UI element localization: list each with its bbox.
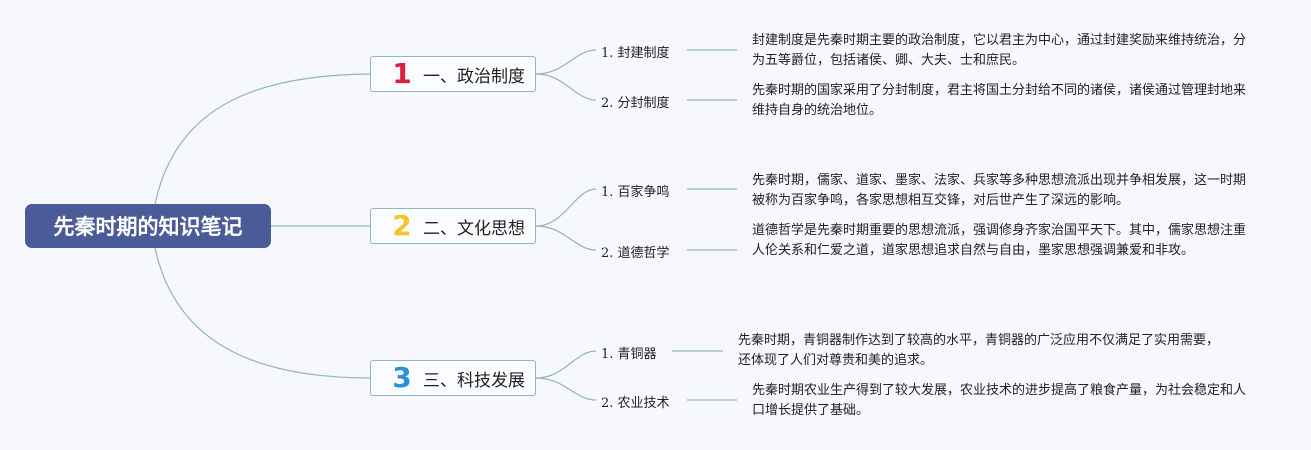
branch-node-culture[interactable]: 2 二、文化思想 (370, 208, 536, 244)
sub-node-bronze-ware[interactable]: 1. 青铜器 (601, 347, 657, 362)
connector-branch-1-sub-2 (535, 73, 597, 101)
connector-branch-3-sub-1 (535, 350, 597, 379)
connector-branch-3-sub-2 (535, 377, 597, 401)
branch-number-3: 3 (392, 361, 412, 394)
connector-root-branch-1 (154, 73, 371, 205)
sub-node-hundred-schools[interactable]: 1. 百家争鸣 (601, 185, 670, 200)
connector-branch-2-sub-1 (535, 188, 597, 227)
branch-node-politics[interactable]: 1 一、政治制度 (370, 56, 536, 92)
desc-moral-philosophy: 道德哲学是先秦时期重要的思想流派，强调修身齐家治国平天下。其中，儒家思想注重人伦… (752, 223, 1247, 258)
sub-node-enfeoffment-system[interactable]: 2. 分封制度 (601, 96, 670, 111)
desc-bronze-ware: 先秦时期，青铜器制作达到了较高的水平，青铜器的广泛应用不仅满足了实用需要，还体现… (738, 333, 1220, 368)
root-title: 先秦时期的知识笔记 (53, 215, 243, 239)
branch-node-technology[interactable]: 3 三、科技发展 (370, 360, 536, 396)
branch-number-1: 1 (392, 57, 412, 90)
desc-feudal-system: 封建制度是先秦时期主要的政治制度，它以君主为中心，通过封建奖励来维持统治，分为五… (752, 33, 1247, 68)
branch-number-2: 2 (392, 209, 412, 242)
branch-label-technology: 三、科技发展 (423, 370, 525, 391)
connector-root-branch-3 (154, 247, 371, 379)
branch-label-culture: 二、文化思想 (423, 218, 525, 239)
desc-enfeoffment-system: 先秦时期的国家采用了分封制度，君主将国土分封给不同的诸侯，诸侯通过管理封地来维持… (752, 83, 1247, 118)
sub-node-agriculture-tech[interactable]: 2. 农业技术 (601, 396, 670, 411)
branch-label-politics: 一、政治制度 (423, 66, 525, 87)
sub-node-feudal-system[interactable]: 1. 封建制度 (601, 46, 670, 61)
desc-hundred-schools: 先秦时期，儒家、道家、墨家、法家、兵家等多种思想流派出现并争相发展，这一时期被称… (752, 173, 1247, 208)
desc-agriculture-tech: 先秦时期农业生产得到了较大发展，农业技术的进步提高了粮食产量，为社会稳定和人口增… (752, 383, 1247, 418)
connector-branch-2-sub-2 (535, 225, 597, 251)
connector-branch-1-sub-1 (535, 49, 597, 75)
root-node[interactable]: 先秦时期的知识笔记 (25, 204, 271, 248)
sub-node-moral-philosophy[interactable]: 2. 道德哲学 (601, 246, 670, 261)
